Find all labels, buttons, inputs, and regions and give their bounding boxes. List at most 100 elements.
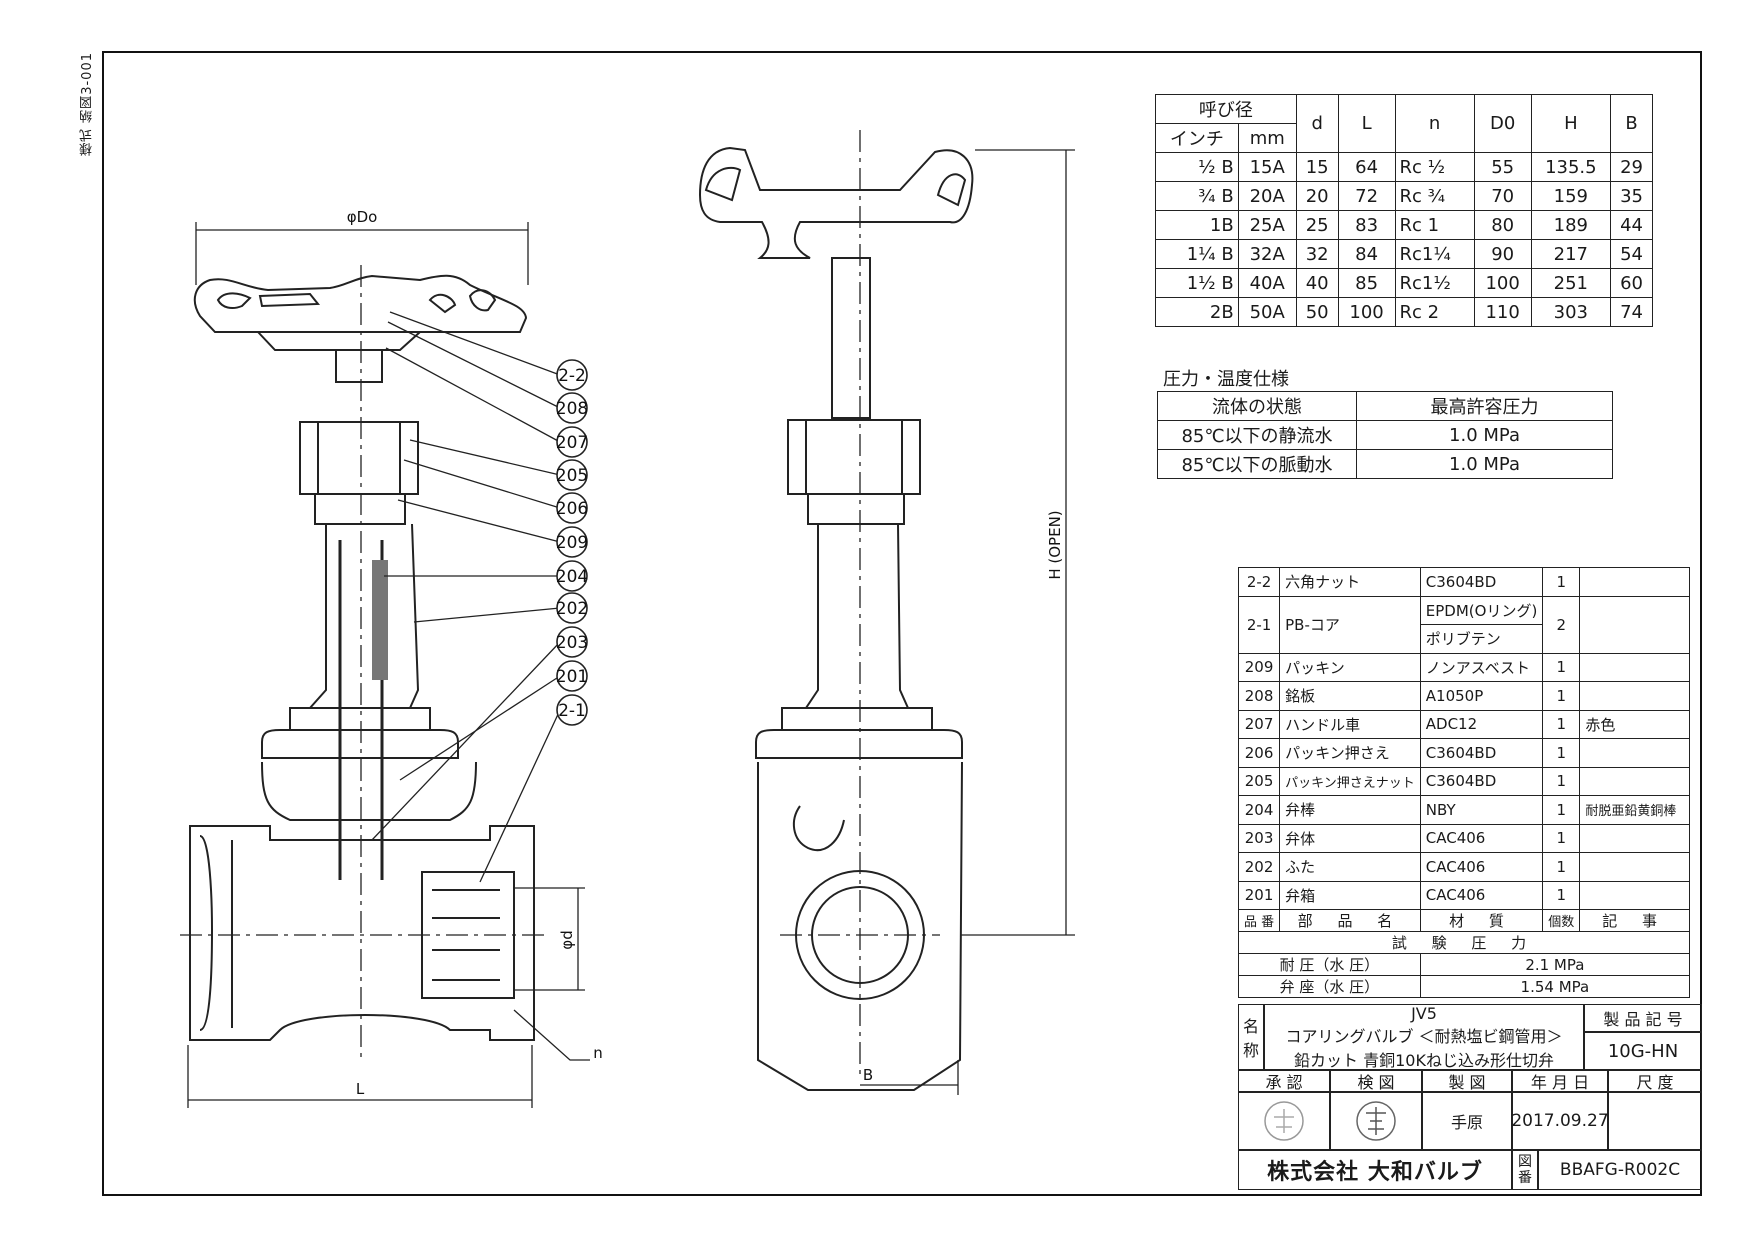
table-cell: 35 xyxy=(1610,181,1653,211)
test-pressure-heading: 試 験 圧 力 xyxy=(1238,931,1690,954)
draw-label: 製 図 xyxy=(1422,1070,1512,1092)
part-material: C3604BD xyxy=(1419,766,1544,796)
table-cell: Rc ¾ xyxy=(1394,181,1475,211)
part-name: PB-コア xyxy=(1279,595,1421,654)
part-no: 205 xyxy=(1237,766,1281,796)
name-label: 名 称 xyxy=(1238,1004,1264,1070)
callout-circle xyxy=(556,560,588,592)
part-qty: 1 xyxy=(1542,681,1581,711)
table-cell: 74 xyxy=(1610,297,1653,327)
dwg-no-label: 図 番 xyxy=(1512,1150,1538,1190)
product-name: JV5 コアリングバルブ ＜耐熱塩ビ鋼管用＞ 鉛カット 青銅10Kねじ込み形仕切… xyxy=(1264,1004,1584,1070)
part-material: C3604BD xyxy=(1419,738,1544,768)
dim-H-label: H (OPEN) xyxy=(1046,510,1064,579)
part-note: 赤色 xyxy=(1579,709,1690,739)
part-no: 2-1 xyxy=(1237,595,1281,654)
part-qty: 2 xyxy=(1542,595,1581,654)
part-name: パッキン xyxy=(1279,652,1421,682)
dim-header: B xyxy=(1610,94,1653,153)
dwg-label-2: 番 xyxy=(1518,1170,1532,1186)
part-name: パッキン押さえ xyxy=(1279,738,1421,768)
table-cell: 20A xyxy=(1237,181,1297,211)
product-code-label: 製 品 記 号 xyxy=(1584,1004,1702,1032)
table-cell: 25A xyxy=(1237,210,1297,240)
table-row: 85℃以下の静流水 1.0 MPa xyxy=(1157,420,1613,450)
check-stamp xyxy=(1330,1092,1422,1150)
table-cell: 60 xyxy=(1610,268,1653,298)
table-cell: 100 xyxy=(1337,297,1396,327)
callout-label: 201 xyxy=(556,667,588,687)
table-cell: 32 xyxy=(1295,239,1339,269)
part-no: 201 xyxy=(1237,880,1281,910)
drawing-frame xyxy=(102,51,1702,1196)
table-cell: 40 xyxy=(1295,268,1339,298)
table-cell: 84 xyxy=(1337,239,1396,269)
part-qty: 1 xyxy=(1542,652,1581,682)
table-row: ¾ B 20A 20 72 Rc ¾ 70 159 35 xyxy=(1155,181,1653,211)
table-cell: 70 xyxy=(1473,181,1532,211)
table-cell: 189 xyxy=(1530,210,1612,240)
table-cell: Rc1¼ xyxy=(1394,239,1475,269)
parts-header: 品 番 xyxy=(1237,909,1281,932)
table-cell: 85 xyxy=(1337,268,1396,298)
check-seal-icon xyxy=(1356,1101,1396,1141)
callout-label: 205 xyxy=(556,466,588,486)
test-label: 弁 座（水 圧） xyxy=(1238,975,1421,998)
table-cell: Rc 2 xyxy=(1394,297,1475,327)
body-side xyxy=(757,761,963,1091)
scale-label: 尺 度 xyxy=(1608,1070,1702,1092)
bonnet-side xyxy=(755,729,963,759)
table-row: 1¼ B 32A 32 84 Rc1¼ 90 217 54 xyxy=(1155,239,1653,269)
part-note xyxy=(1579,567,1690,597)
date-label: 年 月 日 xyxy=(1512,1070,1608,1092)
table-cell: 1½ B xyxy=(1155,268,1239,298)
parts-header: 記 事 xyxy=(1579,909,1690,932)
scale-value xyxy=(1608,1092,1702,1150)
test-value: 1.54 MPa xyxy=(1419,975,1691,998)
product-code: 10G-HN xyxy=(1584,1032,1702,1070)
part-note xyxy=(1579,681,1690,711)
part-note xyxy=(1579,595,1690,654)
table-cell: Rc 1 xyxy=(1394,210,1475,240)
part-no: 208 xyxy=(1237,681,1281,711)
table-row: 204 弁棒 NBY 1 耐脱亜鉛黄銅棒 xyxy=(1237,795,1690,825)
parts-header-row: 品 番 部 品 名 材 質 個数 記 事 xyxy=(1237,909,1690,932)
part-note xyxy=(1579,652,1690,682)
part-no: 2-2 xyxy=(1237,567,1281,597)
table-cell: 50A xyxy=(1237,297,1297,327)
part-note xyxy=(1579,823,1690,853)
name-label-2: 称 xyxy=(1242,1041,1259,1060)
table-cell: 1.0 MPa xyxy=(1356,420,1613,450)
part-name: 弁体 xyxy=(1279,823,1421,853)
table-cell: ¾ B xyxy=(1155,181,1239,211)
callout-circle xyxy=(556,392,588,424)
part-qty: 1 xyxy=(1542,852,1581,882)
callout-circle xyxy=(556,359,588,391)
drafter-name: 手原 xyxy=(1422,1092,1512,1150)
pressure-header: 流体の状態 xyxy=(1157,391,1357,421)
callout-label: 2-2 xyxy=(558,366,586,386)
stem-top-front xyxy=(335,349,383,383)
product-line-1: JV5 xyxy=(1411,1003,1437,1023)
table-row: 205 パッキン押さえナット C3604BD 1 xyxy=(1237,766,1690,796)
part-name: ハンドル車 xyxy=(1279,709,1421,739)
dimension-table: 呼び径 d L n D0 H B インチ mm ½ B 15A 15 64 Rc… xyxy=(1155,94,1653,327)
table-row: ½ B 15A 15 64 Rc ½ 55 135.5 29 xyxy=(1155,152,1653,182)
part-name: パッキン押さえナット xyxy=(1279,766,1421,796)
company-logo: 株式会社 大和バルブ xyxy=(1238,1150,1512,1190)
parts-header: 個数 xyxy=(1542,909,1581,932)
part-material: A1050P xyxy=(1419,681,1544,711)
table-cell: 72 xyxy=(1337,181,1396,211)
table-row: 1B 25A 25 83 Rc 1 80 189 44 xyxy=(1155,210,1653,240)
bonnet-front xyxy=(261,729,459,759)
table-row: 2-2 六角ナット C3604BD 1 xyxy=(1237,567,1690,597)
test-value: 2.1 MPa xyxy=(1419,953,1691,976)
parts-header: 材 質 xyxy=(1419,909,1544,932)
table-cell: 55 xyxy=(1473,152,1532,182)
part-material: CAC406 xyxy=(1419,880,1544,910)
part-no: 202 xyxy=(1237,852,1281,882)
table-cell: Rc ½ xyxy=(1394,152,1475,182)
table-cell: 83 xyxy=(1337,210,1396,240)
table-cell: 217 xyxy=(1530,239,1612,269)
table-cell: Rc1½ xyxy=(1394,268,1475,298)
